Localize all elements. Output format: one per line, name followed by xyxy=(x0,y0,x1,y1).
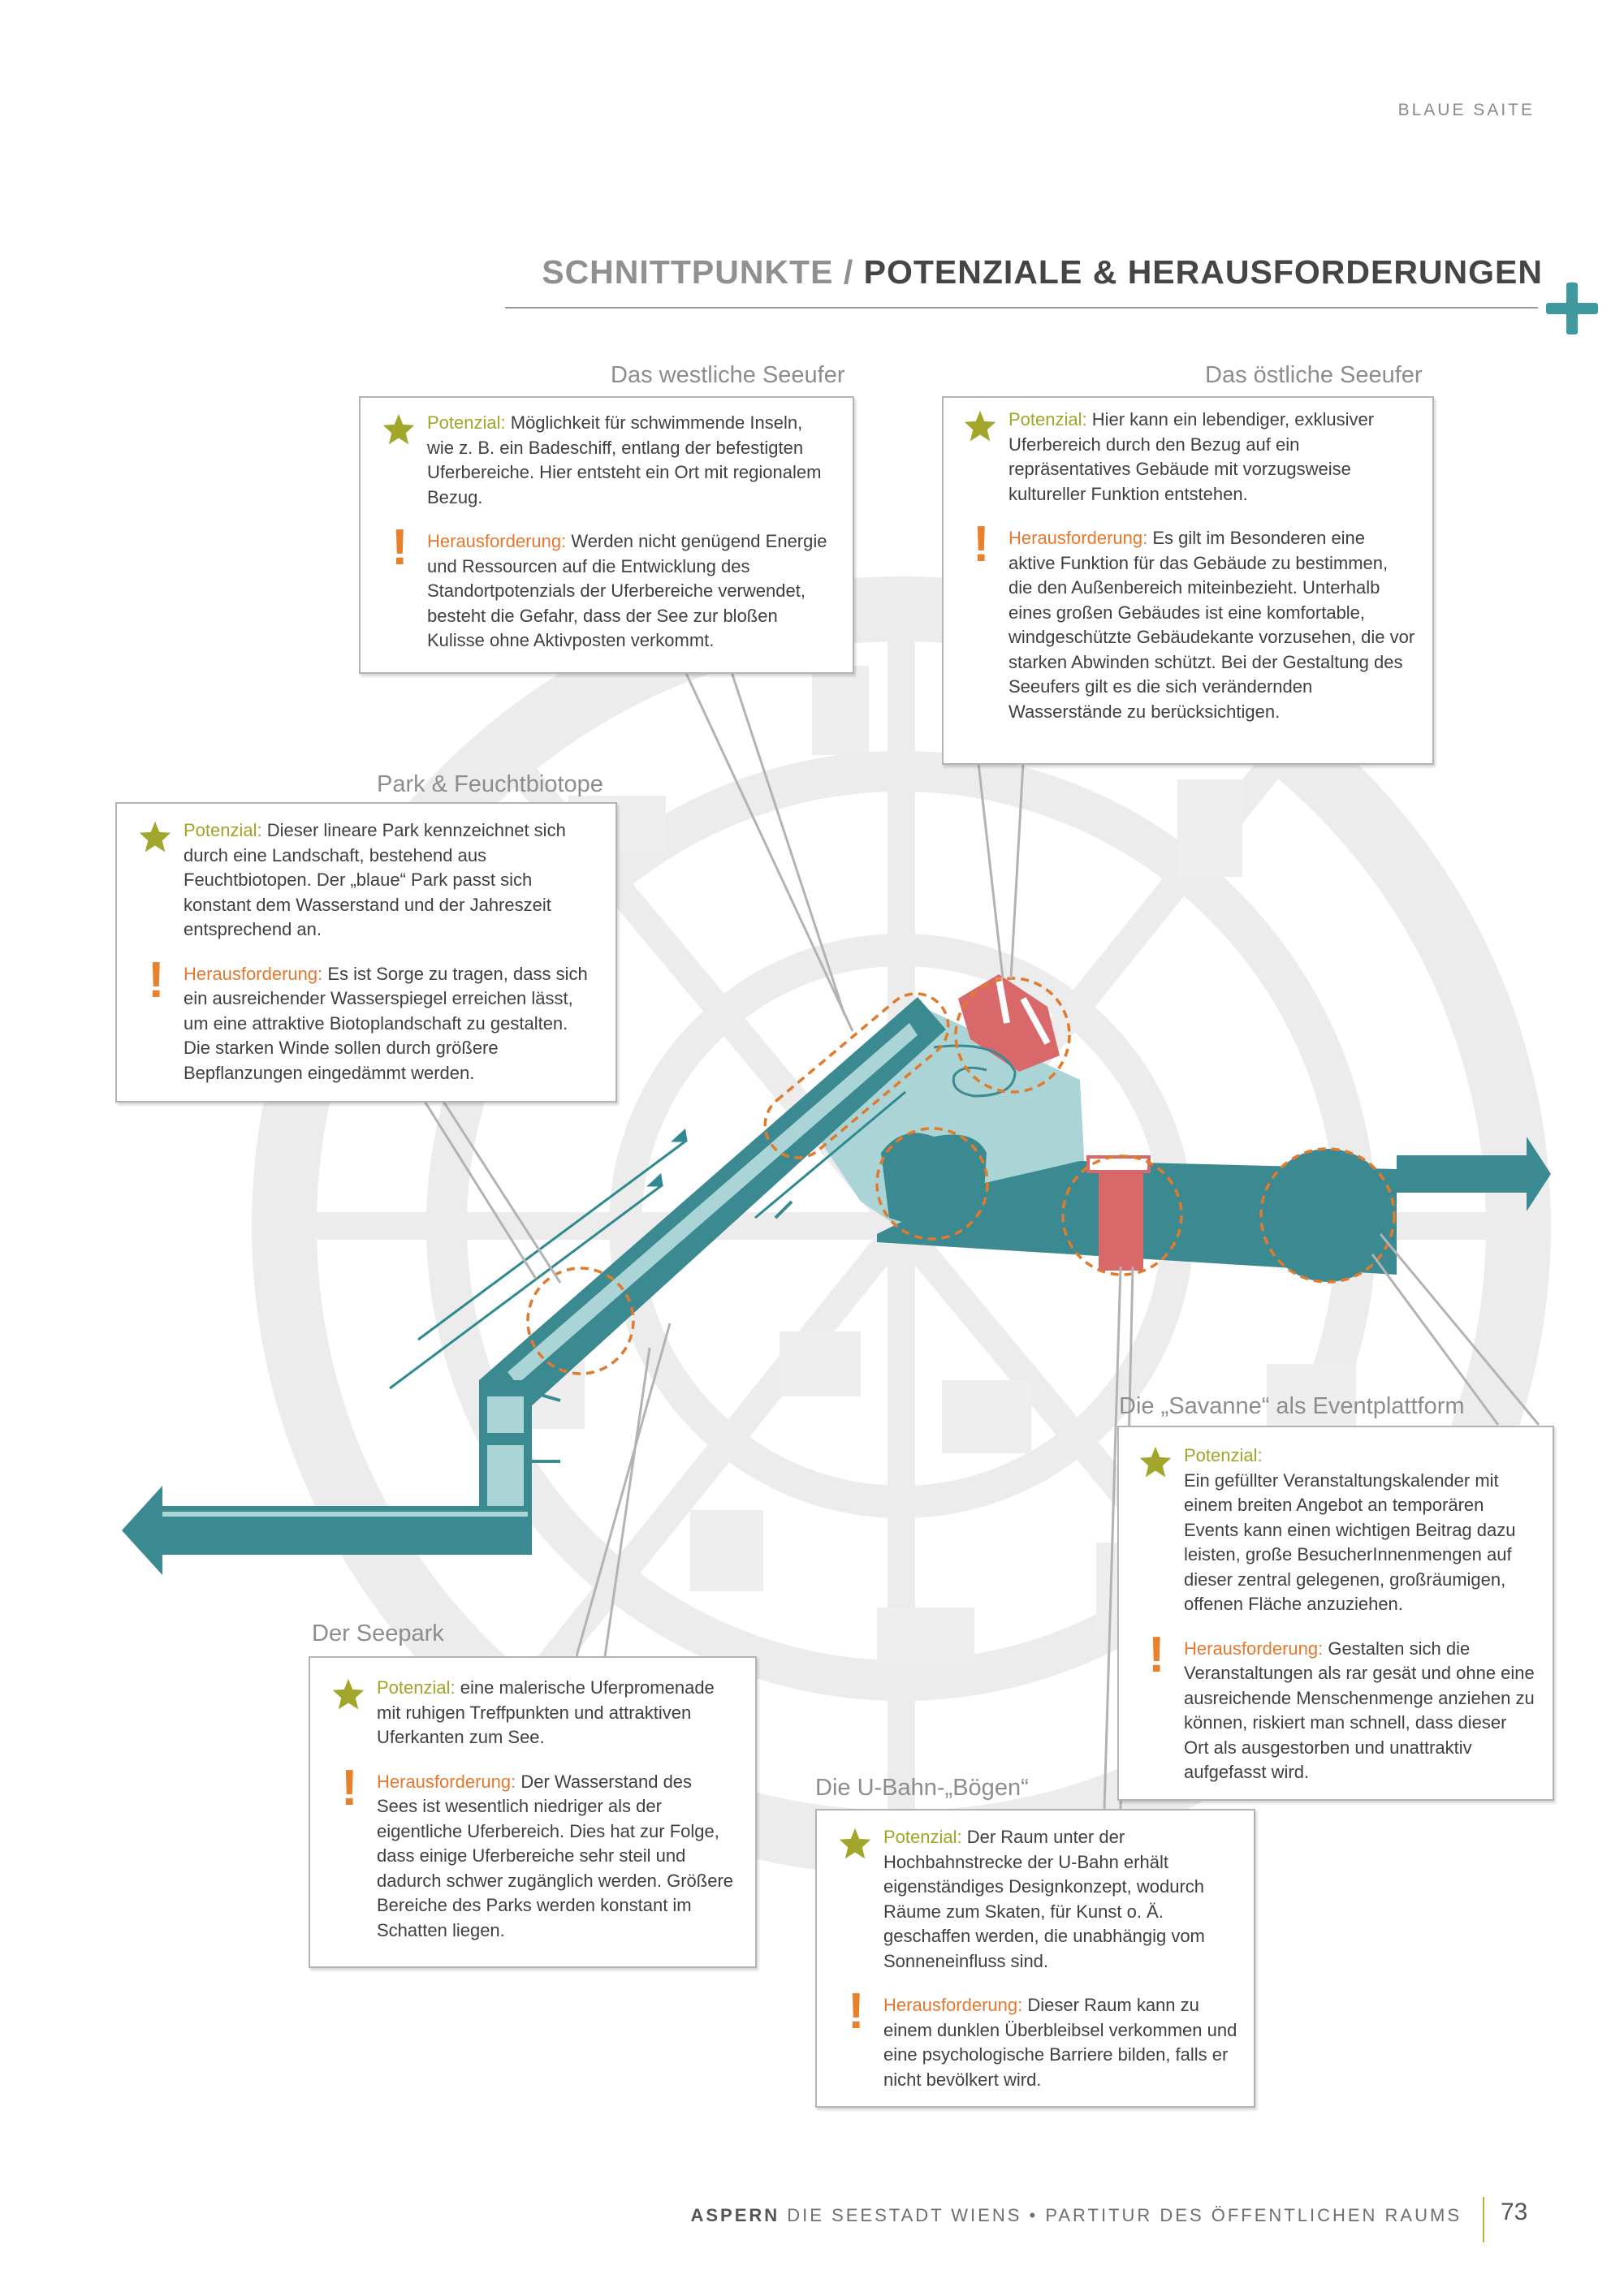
star-icon xyxy=(332,1678,365,1710)
building-red-lines xyxy=(996,978,1051,1045)
plus-icon xyxy=(1546,283,1598,334)
potential-entry: Potenzial: Dieser lineare Park kennzeich… xyxy=(128,818,596,943)
title-part2: POTENZIALE & HERAUSFORDERUNGEN xyxy=(863,253,1543,291)
challenge-text: Es ist Sorge zu tragen, dass sich ein au… xyxy=(184,963,588,1083)
challenge-text: Der Wasserstand des Sees ist wesentlich … xyxy=(377,1771,734,1940)
title-separator: / xyxy=(833,253,864,291)
star-icon xyxy=(139,821,171,852)
callout-seepark: Potenzial: eine malerische Uferpromenade… xyxy=(309,1656,757,1968)
section-title-east: Das östliche Seeufer xyxy=(1205,362,1423,388)
ubahn-red-top xyxy=(1086,1155,1151,1173)
footer-text: ASPERN DIE SEESTADT WIENS • PARTITUR DES… xyxy=(650,2205,1462,2226)
ubahn-red xyxy=(1099,1157,1143,1271)
section-title-savanne: Die „Savanne“ als Eventplattform xyxy=(1119,1393,1465,1419)
section-title-ubahn: Die U-Bahn-„Bögen“ xyxy=(815,1775,1029,1801)
potential-text: Dieser lineare Park kennzeichnet sich du… xyxy=(184,820,566,939)
exclamation-icon: ! xyxy=(341,1759,358,1816)
series-label: BLAUE SAITE xyxy=(1397,101,1535,119)
potential-label: Potenzial: xyxy=(1009,409,1087,429)
challenge-label: Herausforderung: xyxy=(184,963,323,984)
challenge-entry: ! Herausforderung: Der Wasserstand des S… xyxy=(322,1763,737,1944)
section-title-west: Das westliche Seeufer xyxy=(611,362,845,388)
challenge-entry: ! Herausforderung: Es gilt im Besonderen… xyxy=(953,520,1416,724)
potential-text: Der Raum unter der Hochbahnstrecke der U… xyxy=(883,1827,1205,1971)
potential-entry: Potenzial: Hier kann ein lebendiger, exk… xyxy=(953,408,1416,507)
west-arrow xyxy=(122,1486,532,1575)
potential-text: Möglichkeit für schwimmende Inseln, wie … xyxy=(427,412,822,507)
page-number: 73 xyxy=(1501,2199,1528,2225)
exclamation-icon: ! xyxy=(391,520,408,576)
challenge-entry: ! Herausforderung: Dieser Raum kann zu e… xyxy=(828,1987,1237,2092)
potential-entry: Potenzial: Ein gefüllter Veranstaltungska… xyxy=(1129,1444,1535,1617)
footer-subtitle: DIE SEESTADT WIENS • PARTITUR DES ÖFFENT… xyxy=(780,2205,1462,2225)
challenge-text: Dieser Raum kann zu einem dunklen Überbl… xyxy=(883,1995,1237,2090)
challenge-label: Herausforderung: xyxy=(427,531,567,551)
footer-brand: ASPERN xyxy=(690,2205,780,2225)
potential-label: Potenzial: xyxy=(184,820,262,840)
callout-east: Potenzial: Hier kann ein lebendiger, exk… xyxy=(942,396,1434,765)
potential-entry: Potenzial: eine malerische Uferpromenade… xyxy=(322,1676,737,1750)
east-arrow xyxy=(1397,1137,1551,1211)
star-icon xyxy=(839,1828,871,1859)
wind-arrows xyxy=(389,1090,906,1390)
challenge-label: Herausforderung: xyxy=(1184,1638,1324,1659)
lake-spiral xyxy=(933,1044,1017,1098)
challenge-text: Gestalten sich die Veranstaltungen als r… xyxy=(1184,1638,1535,1783)
potential-label: Potenzial: xyxy=(1184,1445,1263,1465)
potential-text: eine malerische Uferpromenade mit ruhige… xyxy=(377,1677,715,1747)
savanne-blob xyxy=(1261,1149,1394,1282)
challenge-text: Es gilt im Besonderen eine aktive Funkti… xyxy=(1009,528,1415,722)
star-icon xyxy=(382,413,415,445)
title-part1: SCHNITTPUNKTE xyxy=(542,253,834,291)
side-arrows xyxy=(531,1200,793,1463)
page-title: SCHNITTPUNKTE / POTENZIALE & HERAUSFORDE… xyxy=(487,253,1543,291)
potential-label: Potenzial: xyxy=(883,1827,962,1847)
potential-text: Hier kann ein lebendiger, exklusiver Ufe… xyxy=(1009,409,1375,504)
blue-band-east-inner xyxy=(966,1169,1104,1234)
potential-entry: Potenzial: Der Raum unter der Hochbahnst… xyxy=(828,1825,1237,1974)
callout-park: Potenzial: Dieser lineare Park kennzeich… xyxy=(115,802,617,1103)
blue-band-vertical-inner-1 xyxy=(487,1396,524,1433)
challenge-entry: ! Herausforderung: Es ist Sorge zu trage… xyxy=(128,955,596,1086)
potential-label: Potenzial: xyxy=(377,1677,456,1698)
potential-label: Potenzial: xyxy=(427,412,506,433)
exclamation-icon: ! xyxy=(148,952,165,1008)
exclamation-icon: ! xyxy=(848,1983,865,2039)
challenge-label: Herausforderung: xyxy=(883,1995,1023,2015)
west-band-inner xyxy=(162,1512,528,1517)
exclamation-icon: ! xyxy=(1148,1626,1165,1683)
highlight-zones xyxy=(526,977,1396,1375)
footer-divider xyxy=(1483,2197,1484,2242)
title-rule xyxy=(505,307,1538,309)
potential-text: Ein gefüllter Veranstaltungskalender mit… xyxy=(1184,1470,1516,1615)
challenge-entry: ! Herausforderung: Werden nicht genügend… xyxy=(372,523,831,654)
exclamation-icon: ! xyxy=(973,516,990,572)
challenge-label: Herausforderung: xyxy=(377,1771,516,1792)
challenge-entry: ! Herausforderung: Gestalten sich die Ve… xyxy=(1129,1629,1535,1785)
callout-ubahn: Potenzial: Der Raum unter der Hochbahnst… xyxy=(815,1809,1255,2108)
challenge-label: Herausforderung: xyxy=(1009,528,1148,548)
star-icon xyxy=(1139,1446,1172,1478)
blue-band-inner xyxy=(508,1023,918,1384)
section-title-park: Park & Feuchtbiotope xyxy=(377,771,603,797)
potential-entry: Potenzial: Möglichkeit für schwimmende I… xyxy=(372,411,831,510)
challenge-text: Werden nicht genügend Energie und Ressou… xyxy=(427,531,827,650)
callout-savanne: Potenzial: Ein gefüllter Veranstaltungska… xyxy=(1117,1426,1554,1801)
section-title-seepark: Der Seepark xyxy=(312,1621,444,1646)
star-icon xyxy=(964,410,996,442)
callout-west: Potenzial: Möglichkeit für schwimmende I… xyxy=(359,396,854,674)
seepark-blob xyxy=(881,1133,987,1226)
